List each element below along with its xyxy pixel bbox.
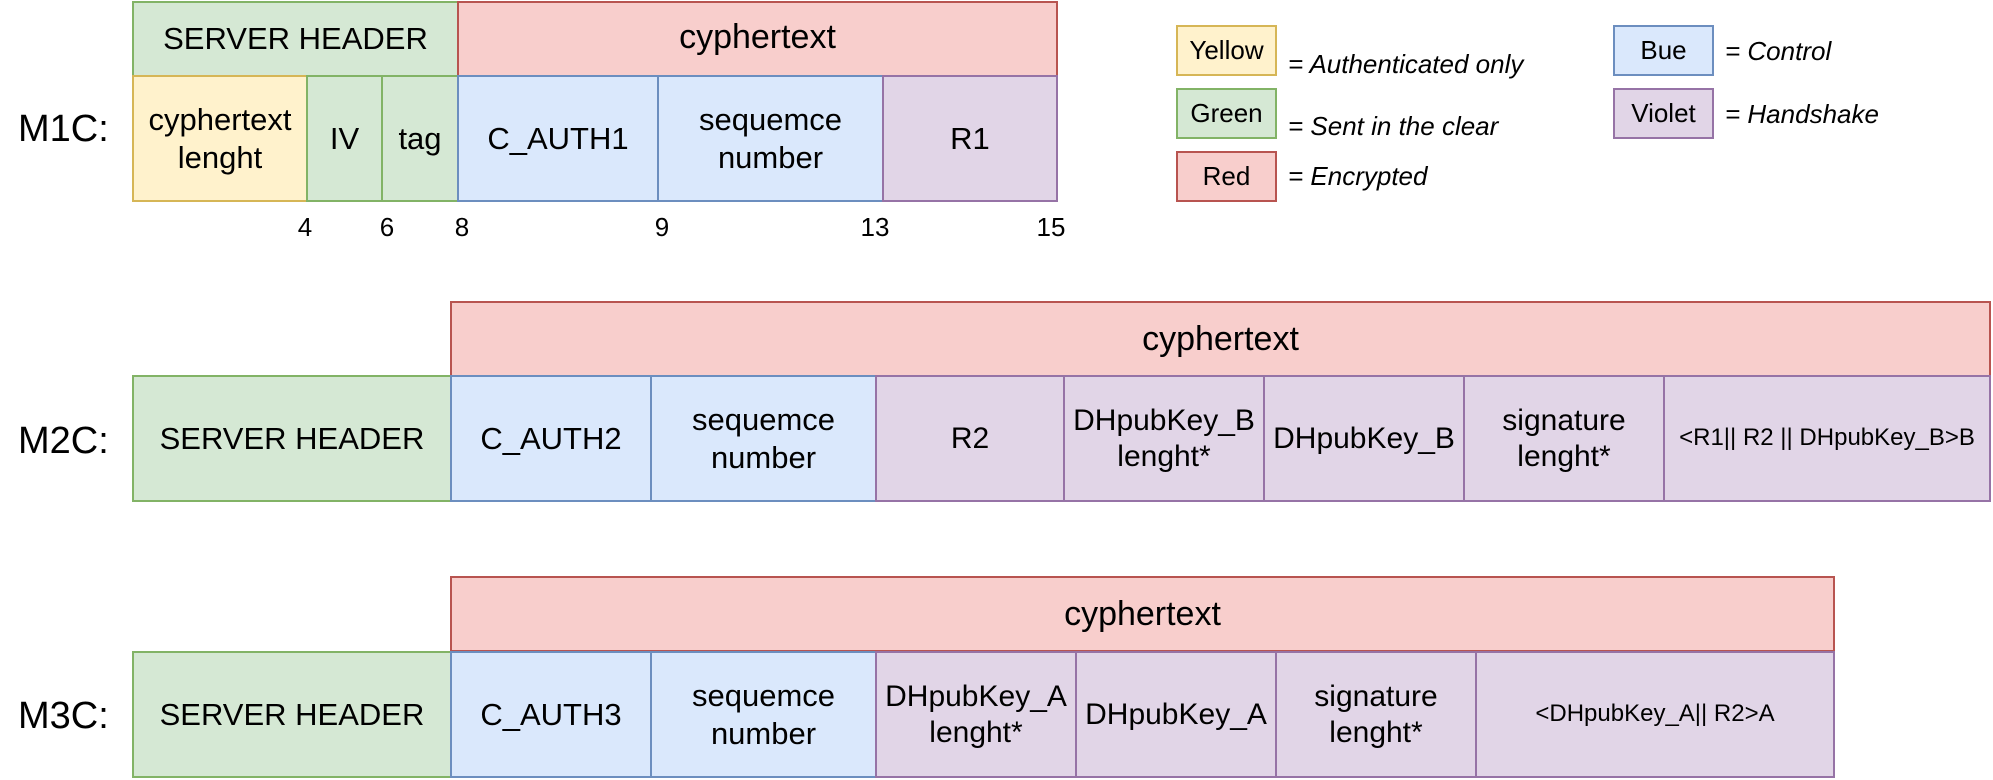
m2c-r2: R2: [875, 375, 1065, 502]
m2c-label: M2C:: [18, 420, 109, 462]
m1c-tick-6: 6: [379, 212, 395, 242]
legend-violet-swatch: Violet: [1613, 88, 1714, 139]
legend-green-swatch: Green: [1176, 88, 1277, 139]
legend-red-text: = Encrypted: [1288, 161, 1428, 191]
legend-blue-swatch: Bue: [1613, 25, 1714, 76]
m1c-iv: IV: [306, 75, 383, 202]
m1c-tick-4: 4: [297, 212, 313, 242]
m1c-r1: R1: [882, 75, 1058, 202]
m2c-cyphertext: cyphertext: [450, 301, 1991, 377]
m3c-dhpubkey-a-length: DHpubKey_A lenght*: [875, 651, 1077, 778]
m3c-signature: <DHpubKey_A|| R2>A: [1475, 651, 1835, 778]
m3c-cyphertext: cyphertext: [450, 576, 1835, 652]
m1c-tick-8: 8: [454, 212, 470, 242]
m1c-cyphertext: cyphertext: [457, 1, 1058, 77]
m1c-cyphertext-length: cyphertext lenght: [132, 75, 308, 202]
m1c-server-header: SERVER HEADER: [132, 1, 459, 77]
m3c-c-auth3: C_AUTH3: [450, 651, 652, 778]
m3c-dhpubkey-a: DHpubKey_A: [1075, 651, 1277, 778]
m1c-c-auth1: C_AUTH1: [457, 75, 659, 202]
m2c-dhpubkey-b-length: DHpubKey_B lenght*: [1063, 375, 1265, 502]
legend-blue-text: = Control: [1725, 36, 1832, 66]
m3c-server-header: SERVER HEADER: [132, 651, 452, 778]
m1c-tick-9: 9: [654, 212, 670, 242]
m2c-signature-length: signature lenght*: [1463, 375, 1665, 502]
m1c-sequence-number: sequemce number: [657, 75, 884, 202]
m2c-c-auth2: C_AUTH2: [450, 375, 652, 502]
m2c-dhpubkey-b: DHpubKey_B: [1263, 375, 1465, 502]
m3c-label: M3C:: [18, 695, 109, 737]
legend-green-text: = Sent in the clear: [1288, 111, 1499, 141]
m1c-label: M1C:: [18, 108, 109, 150]
m3c-sequence-number: sequemce number: [650, 651, 877, 778]
legend-yellow-text: = Authenticated only: [1288, 49, 1524, 79]
m2c-sequence-number: sequemce number: [650, 375, 877, 502]
m1c-tag: tag: [381, 75, 459, 202]
legend-yellow-swatch: Yellow: [1176, 25, 1277, 76]
legend-violet-text: = Handshake: [1725, 99, 1879, 129]
m1c-tick-15: 15: [1036, 212, 1066, 242]
m3c-signature-length: signature lenght*: [1275, 651, 1477, 778]
m2c-signature: <R1|| R2 || DHpubKey_B>B: [1663, 375, 1991, 502]
legend-red-swatch: Red: [1176, 151, 1277, 202]
m1c-tick-13: 13: [860, 212, 890, 242]
m2c-server-header: SERVER HEADER: [132, 375, 452, 502]
